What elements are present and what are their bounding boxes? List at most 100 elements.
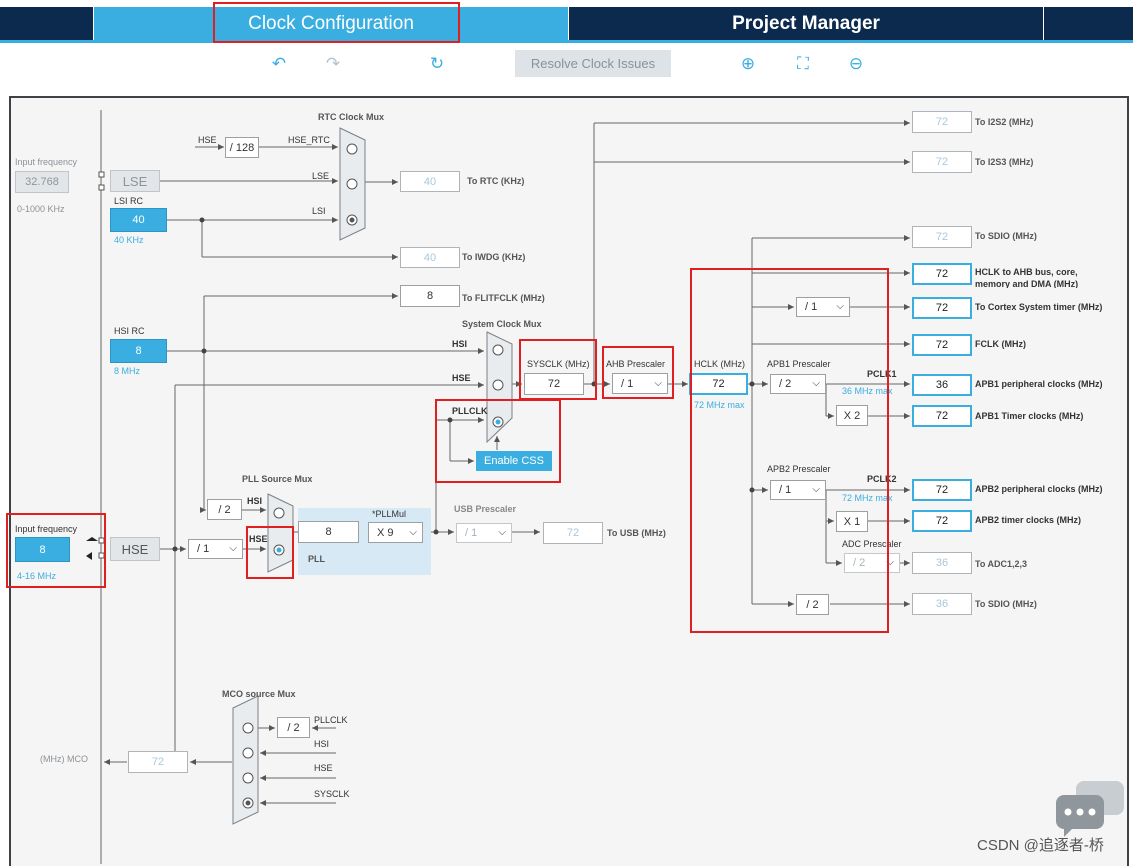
redo-icon[interactable]: ↷ <box>325 54 341 73</box>
zoom-in-icon[interactable]: ⊕ <box>740 54 756 73</box>
out-hclk-ahb-label: HCLK to AHB bus, core, memory and DMA (M… <box>975 267 1079 288</box>
rtc-hse-label: HSE <box>198 135 217 145</box>
lse-input-frequency[interactable]: 32.768 <box>15 171 69 193</box>
highlight-ahb <box>602 346 674 399</box>
mco-sysclk-label: SYSCLK <box>314 789 350 799</box>
chevron-down-icon: ⌵ <box>812 483 820 495</box>
enable-css-button[interactable]: Enable CSS <box>476 451 552 471</box>
tab-pinout[interactable] <box>0 7 93 40</box>
apb1-prescaler-label: APB1 Prescaler <box>767 359 831 369</box>
pll-input-value: 8 <box>298 521 359 543</box>
ahb-prescaler-value: / 1 <box>621 377 634 390</box>
out-apb2-periph-value[interactable]: 72 <box>912 479 972 501</box>
out-sdio1-label: To SDIO (MHz) <box>975 231 1037 241</box>
rtc-mux-label: RTC Clock Mux <box>318 112 385 122</box>
mco-div2: / 2 <box>277 717 310 738</box>
usb-prescaler-select[interactable]: / 1⌵ <box>456 523 512 543</box>
mco-hsi-label: HSI <box>314 739 330 749</box>
hse-range: 4-16 MHz <box>17 571 57 581</box>
apb2-prescaler-select[interactable]: / 1 ⌵ <box>770 480 826 500</box>
chevron-down-icon: ⌵ <box>836 300 844 312</box>
lse-range: 0-1000 KHz <box>17 204 65 214</box>
resolve-label: Resolve Clock Issues <box>530 56 656 71</box>
out-cortex-value[interactable]: 72 <box>912 297 972 319</box>
chevron-down-icon: ⌵ <box>812 377 820 389</box>
hse-input-label: Input frequency <box>15 524 78 534</box>
reset-icon[interactable]: ↻ <box>429 54 445 73</box>
mco-out-label: (MHz) MCO <box>40 754 88 764</box>
zoom-out-icon[interactable]: ⊖ <box>848 54 864 73</box>
apb2-max: 72 MHz max <box>842 493 893 503</box>
resolve-clock-issues-button[interactable]: Resolve Clock Issues <box>515 50 671 77</box>
highlight-bus-prescalers <box>690 268 889 633</box>
chevron-down-icon: ⌵ <box>409 526 417 538</box>
apb1-prescaler-select[interactable]: / 2 ⌵ <box>770 374 826 394</box>
pll-hsi-div2: / 2 <box>207 499 242 520</box>
tab-tools[interactable] <box>1044 7 1133 40</box>
pll-source-mux-label: PLL Source Mux <box>242 474 313 484</box>
out-fclk-label: FCLK (MHz) <box>975 339 1026 349</box>
lsi-rc-label: LSI RC <box>114 196 144 206</box>
lse-input-label: Input frequency <box>15 157 78 167</box>
pll-hse-label: HSE <box>249 534 268 544</box>
cortex-div-value: / 1 <box>805 301 818 313</box>
pllmul-label: *PLLMul <box>372 509 407 519</box>
flitfclk-label: To FLITFCLK (MHz) <box>462 293 545 303</box>
pllmul-select[interactable]: X 9 ⌵ <box>368 522 423 543</box>
hsi-rc-label: HSI RC <box>114 326 145 336</box>
chat-icon[interactable] <box>1054 779 1126 839</box>
hsi-unit: 8 MHz <box>114 366 141 376</box>
tab-bar: Clock Configuration Project Manager <box>0 0 1133 43</box>
rtc-lsi-label: LSI <box>312 206 326 216</box>
out-apb2-timer-label: APB2 timer clocks (MHz) <box>975 515 1082 525</box>
fit-icon[interactable]: ⛶ <box>797 54 809 73</box>
apb2-prescaler-label: APB2 Prescaler <box>767 464 831 474</box>
tab-underline <box>0 40 1133 43</box>
apb2-prescaler-value: / 1 <box>779 484 792 496</box>
hsi-rc-value: 8 <box>110 339 167 363</box>
tab-project-manager[interactable]: Project Manager <box>569 7 1043 40</box>
out-sdio1-value: 72 <box>912 226 972 248</box>
apb1-prescaler-value: / 2 <box>779 378 792 390</box>
pllmul-value: X 9 <box>377 526 394 539</box>
lsi-rc-value: 40 <box>110 208 167 232</box>
out-i2s2-value: 72 <box>912 111 972 133</box>
tab-clock-label: Clock Configuration <box>248 12 414 34</box>
out-i2s3-value: 72 <box>912 151 972 173</box>
hclk-label: HCLK (MHz) <box>694 359 745 369</box>
out-apb1-timer-value[interactable]: 72 <box>912 405 972 427</box>
to-rtc-label: To RTC (KHz) <box>467 176 525 186</box>
sysclk-value: 72 <box>524 373 584 395</box>
out-hclk-ahb-value[interactable]: 72 <box>912 263 972 285</box>
ahb-prescaler-select[interactable]: / 1⌵ <box>612 373 668 394</box>
sdio-div2: / 2 <box>796 594 829 615</box>
hse-prediv-select[interactable]: / 1⌵ <box>188 539 243 559</box>
out-apb1-periph-value[interactable]: 36 <box>912 374 972 396</box>
chevron-down-icon: ⌵ <box>229 542 237 554</box>
tab-clock-configuration[interactable]: Clock Configuration <box>94 7 568 40</box>
highlight-enable-css <box>435 399 561 483</box>
undo-icon[interactable]: ↶ <box>271 54 287 73</box>
pll-hsi-label: HSI <box>247 496 263 506</box>
mco-hse-label: HSE <box>314 763 333 773</box>
highlight-sysclk <box>519 339 597 400</box>
mco-source-mux-label: MCO source Mux <box>222 689 296 699</box>
pclk2-label: PCLK2 <box>867 474 897 484</box>
usb-prescaler-label: USB Prescaler <box>454 504 517 514</box>
apb2-timer-x1: X 1 <box>836 511 868 532</box>
to-rtc-value: 40 <box>400 171 460 192</box>
out-i2s3-label: To I2S3 (MHz) <box>975 157 1034 167</box>
chevron-down-icon: ⌵ <box>886 556 894 568</box>
out-apb2-timer-value[interactable]: 72 <box>912 510 972 532</box>
cortex-timer-div-select[interactable]: / 1 ⌵ <box>796 297 850 317</box>
out-sdio2-value: 36 <box>912 593 972 615</box>
tab-project-label: Project Manager <box>732 12 880 34</box>
sysmux-hse-label: HSE <box>452 373 471 383</box>
adc-prescaler-select[interactable]: / 2⌵ <box>844 553 900 573</box>
rtc-div128: / 128 <box>225 137 259 158</box>
hse-input-frequency[interactable]: 8 <box>15 537 70 562</box>
mco-pllclk-label: PLLCLK <box>314 715 348 725</box>
apb1-max: 36 MHz max <box>842 386 893 396</box>
out-fclk-value[interactable]: 72 <box>912 334 972 356</box>
